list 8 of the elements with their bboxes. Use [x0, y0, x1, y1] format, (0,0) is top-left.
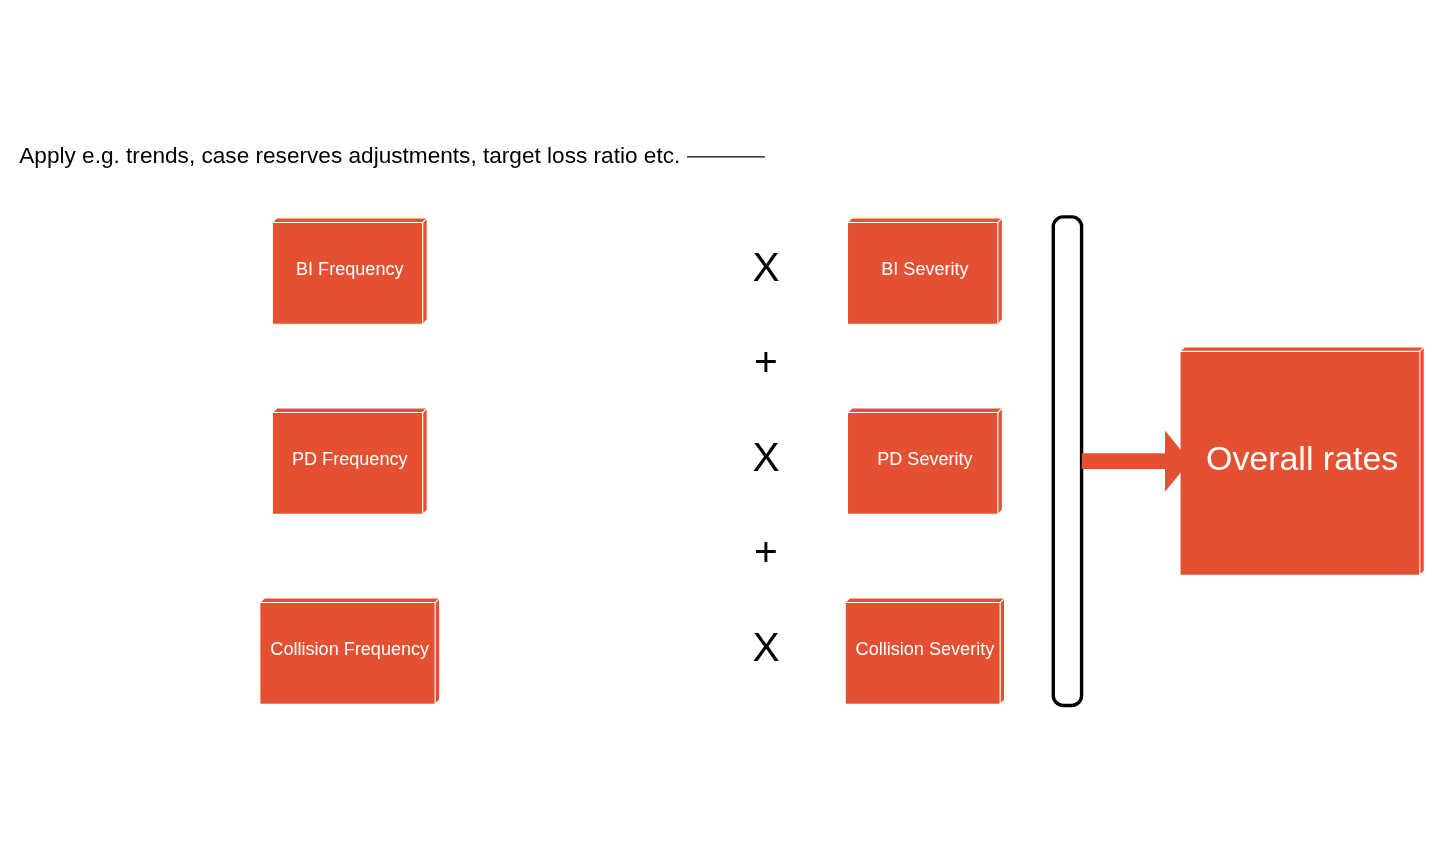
label: X: [752, 434, 780, 481]
connector: [686, 156, 766, 158]
label: X: [752, 244, 780, 291]
label: +: [754, 529, 778, 576]
label: X: [752, 624, 780, 671]
node-bracket: [1051, 215, 1084, 708]
label: +: [754, 339, 778, 386]
node-text: Apply e.g. trends, case reserves adjustments, target loss ratio etc.: [19, 142, 681, 168]
